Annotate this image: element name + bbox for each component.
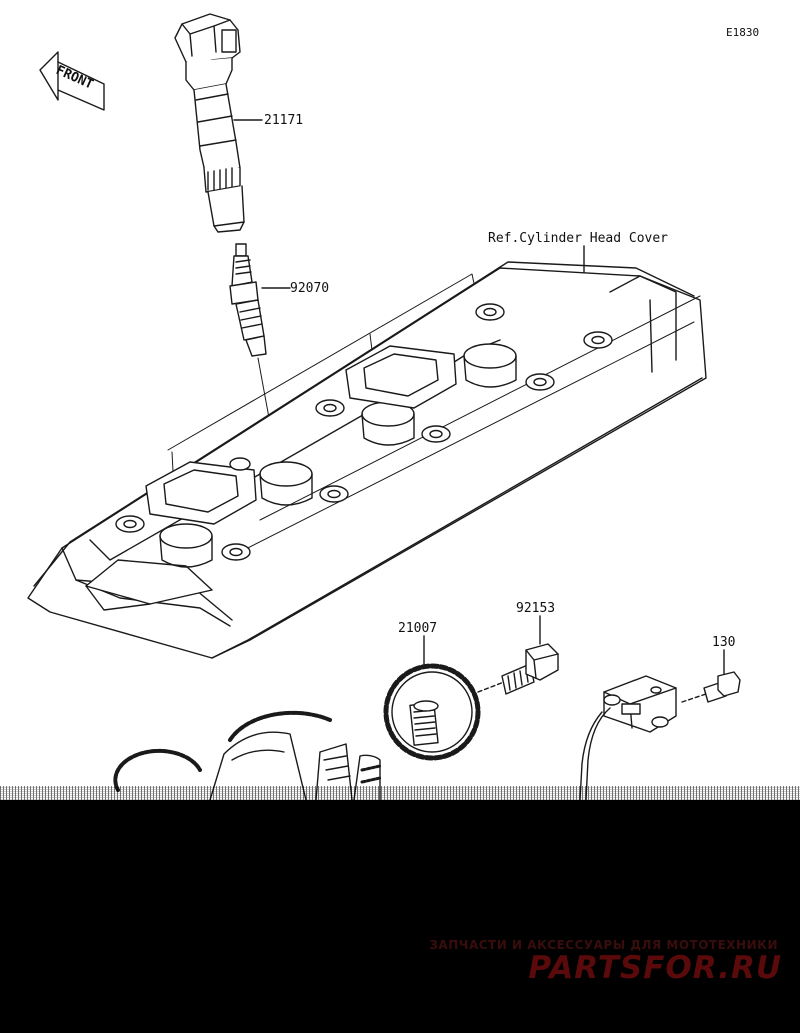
part-label-sensor-bolt: 130 [712,635,735,650]
flange-bolt [477,643,559,695]
watermark-subtitle: ЗАПЧАСТИ И АКСЕССУАРЫ ДЛЯ МОТОТЕХНИКИ [429,938,778,952]
footer-panel [0,800,800,1033]
part-label-spark-plug: 92070 [290,281,329,296]
reference-label: Ref.Cylinder Head Cover [488,231,668,246]
diagram-code: E1830 [726,26,759,39]
part-label-sprocket: 21007 [398,621,437,636]
exploded-view: FRONT 21171 92070 [27,13,759,801]
part-label-flange-bolt: 92153 [516,601,555,616]
part-label-ignition-coil: 21171 [264,113,303,128]
front-arrow-icon [39,51,105,111]
spark-plug [229,243,267,357]
cam-sensor [579,675,677,801]
watermark-logo: PARTSFOR.RU [528,950,782,986]
sprocket [383,663,481,761]
scan-noise-band [0,786,800,804]
cylinder-head-cover [27,261,707,659]
sensor-bolt [681,671,741,703]
ignition-coil [174,13,245,233]
